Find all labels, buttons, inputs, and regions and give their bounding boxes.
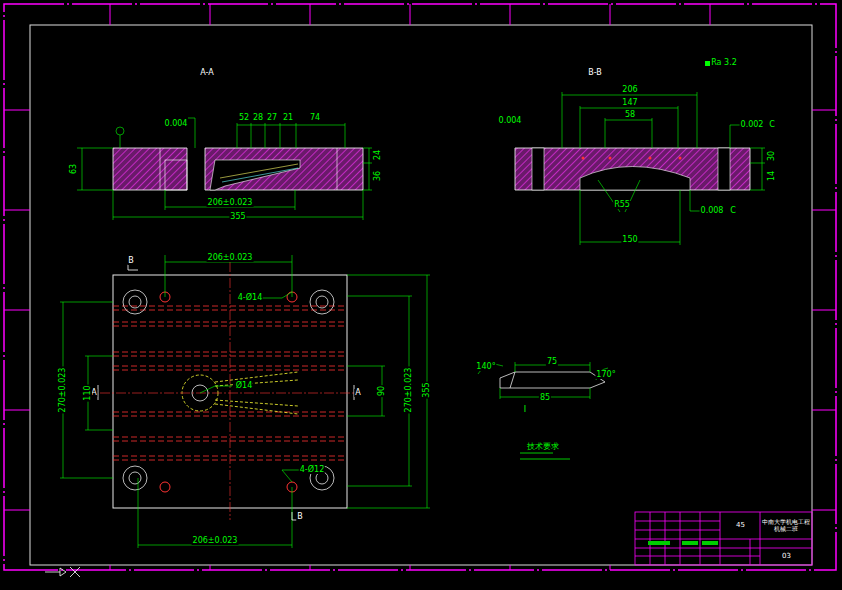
dimension-label: 52 [238,114,250,122]
dimension-label: A [354,389,361,397]
dimension-label: 355 [229,213,246,221]
dimension-label: 0.008 [700,207,725,215]
dimension-label: Ⅰ [523,406,527,414]
dimension-label: 24 [374,149,382,161]
dimension-label: R55 [613,201,631,209]
dimension-label: 75 [546,358,558,366]
title-text: 45 [736,522,745,530]
dimension-label: B [296,513,304,521]
dimension-label: 技术要求 [526,443,560,451]
dimension-label: 4-Ø14 [237,294,263,302]
title-block-cell: 03 [761,548,812,565]
dimension-label: 270±0.023 [59,367,67,414]
dimension-label: 0.004 [164,120,189,128]
dimension-label: C [768,121,776,129]
dimension-label: 206 [621,86,638,94]
dimension-label: 355 [423,381,431,398]
dimension-label: 170° [595,371,616,379]
dimension-label: 74 [309,114,321,122]
dimension-label: C [729,207,737,215]
dimension-label: 85 [539,394,551,402]
dimension-label: 14 [768,170,776,182]
title-text: 03 [782,553,791,561]
dimension-label: 270±0.023 [405,367,413,414]
dimension-label: 150 [621,236,638,244]
dimension-label: 0.004 [498,117,523,125]
dimension-label: 206±0.023 [192,537,239,545]
title-text: 中南大学机电工程 机械二班 [759,519,812,532]
dimension-label: 63 [70,163,78,175]
dimension-label: 140° [475,363,496,371]
dimension-label: A-A [199,69,214,77]
title-block-cell: 45 [721,512,760,539]
dimension-label: 21 [282,114,294,122]
dimension-label: 110 [84,384,92,401]
dimension-label: B [127,257,135,265]
dimension-label: 30 [768,150,776,162]
dimension-label: Ra 3.2 [710,59,738,67]
dimension-label: 28 [252,114,264,122]
dimension-label: 147 [621,99,638,107]
title-block-cell: 中南大学机电工程 机械二班 [759,512,812,539]
dimension-label: 36 [374,170,382,182]
dimension-label: 206±0.023 [207,254,254,262]
dimension-label: 27 [266,114,278,122]
dimension-label: 0.002 [740,121,765,129]
dimension-label: 90 [378,385,386,397]
dimension-label: 58 [624,111,636,119]
dimension-label: B-B [587,69,603,77]
dimension-label: 206±0.023 [207,199,254,207]
dimension-label: 4-Ø12 [299,466,325,474]
dimension-label: Ø14 [235,382,253,390]
